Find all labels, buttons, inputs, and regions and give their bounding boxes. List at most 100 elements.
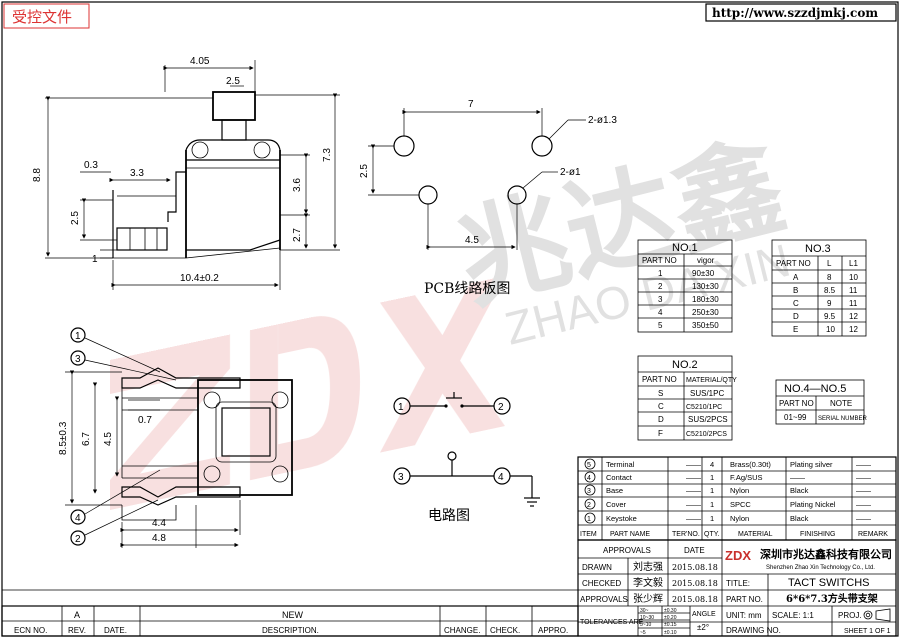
bom-item-circle <box>584 498 596 510</box>
bom-cell: Black <box>790 486 809 495</box>
svg-text:4: 4 <box>498 472 504 483</box>
bom-header: TER'NO. <box>672 531 700 538</box>
bom-cell: F.Ag/SUS <box>730 473 763 482</box>
svg-text:CHANGE.: CHANGE. <box>444 626 480 635</box>
svg-text:B: B <box>793 286 798 295</box>
table-no4-no5: NO.4—NO.5 PART NO NOTE 01~99 SERIAL NUMB… <box>775 379 867 425</box>
part-number: 6*6*7.3方头带支架 <box>786 592 878 605</box>
bom-cell: Nylon <box>730 514 749 523</box>
svg-text:12: 12 <box>849 312 858 321</box>
bom-cell: —— <box>686 473 702 482</box>
bom-cell: —— <box>856 473 872 482</box>
svg-text:DRAWING NO.: DRAWING NO. <box>726 626 781 635</box>
svg-text:SERIAL NUMBER: SERIAL NUMBER <box>818 416 867 422</box>
svg-text:12: 12 <box>849 325 858 334</box>
website-url[interactable]: http://www.szzdjmkj.com <box>705 3 897 22</box>
svg-text:4: 4 <box>75 513 81 524</box>
bom-header: REMARK <box>858 531 888 538</box>
bom-cell: 1 <box>710 500 714 509</box>
callout-1 <box>70 327 86 343</box>
stamp-text: 受控文件 <box>12 9 72 26</box>
bom-header: ITEM <box>580 531 597 538</box>
circuit-caption: 电路图 <box>428 508 470 524</box>
bom-cell: —— <box>686 486 702 495</box>
svg-text:~5: ~5 <box>640 630 646 636</box>
svg-text:01~99: 01~99 <box>784 413 807 422</box>
bom-cell: Black <box>790 514 809 523</box>
pcb-caption: PCB线路板图 <box>424 281 510 297</box>
svg-text:A: A <box>793 273 799 282</box>
svg-text:PART NO: PART NO <box>779 399 814 408</box>
bom-cell: —— <box>856 486 872 495</box>
bom-item-circle <box>584 471 596 483</box>
svg-text:C: C <box>793 299 799 308</box>
svg-text:NOTE: NOTE <box>830 399 852 408</box>
svg-text:2015.08.18: 2015.08.18 <box>672 579 718 588</box>
svg-text:TOLERANCES ARE: TOLERANCES ARE <box>580 619 644 626</box>
svg-text:DRAWN: DRAWN <box>582 563 612 572</box>
svg-text:F: F <box>658 429 663 438</box>
company-logo: ZDX <box>725 548 751 563</box>
bom-cell: —— <box>856 514 872 523</box>
pcb-layout: 7 2.5 4.5 2-ø1.3 2-ø1 PCB线路板图 <box>359 99 617 297</box>
top-view: 8.5±0.3 6.7 4.5 0.7 4.4 4.8 1 3 4 2 <box>58 327 293 548</box>
svg-text:SCALE: 1:1: SCALE: 1:1 <box>772 611 814 620</box>
bom-cell: —— <box>856 500 872 509</box>
bom-cell: —— <box>686 514 702 523</box>
dim-4-05: 4.05 <box>190 56 210 67</box>
bom-header: QTY. <box>704 531 719 538</box>
svg-text:2: 2 <box>658 282 663 291</box>
bom-cell: 1 <box>710 473 714 482</box>
svg-text:2: 2 <box>498 402 504 413</box>
bom-cell: 4 <box>710 460 714 469</box>
dim-8-5: 8.5±0.3 <box>58 421 69 455</box>
svg-text:ZDX: ZDX <box>725 548 751 563</box>
bom-header: PART NAME <box>610 531 650 538</box>
revision-block: A NEW ECN NO. REV. DATE. DESCRIPTION. CH… <box>1 589 579 637</box>
svg-text:SUS/1PC: SUS/1PC <box>690 389 724 398</box>
bom-cell: 1 <box>710 486 714 495</box>
svg-text:10~30: 10~30 <box>640 615 654 621</box>
svg-text:MATERIAL/QTY: MATERIAL/QTY <box>686 377 737 384</box>
svg-text:C5210/2PCS: C5210/2PCS <box>686 431 727 438</box>
dim-10-4: 10.4±0.2 <box>180 273 219 284</box>
callout-2 <box>70 530 86 546</box>
svg-text:5~10: 5~10 <box>640 622 651 628</box>
svg-text:vigor: vigor <box>697 256 715 265</box>
svg-text:10: 10 <box>849 273 858 282</box>
side-view: 4.05 2.5 8.8 7.3 3.6 2.7 0.3 3.3 2.5 1 1… <box>32 56 340 290</box>
bom-cell: 2 <box>587 502 591 509</box>
company-name-cn: 深圳市兆达鑫科技有限公司 <box>760 547 892 561</box>
svg-text:C: C <box>658 402 664 411</box>
bom-cell: Keystoke <box>606 514 637 523</box>
bom-item-circle <box>584 458 596 470</box>
svg-text:NO.4—NO.5: NO.4—NO.5 <box>784 383 846 395</box>
bom-cell: Nylon <box>730 486 749 495</box>
svg-text:E: E <box>793 325 798 334</box>
svg-text:10: 10 <box>826 325 835 334</box>
bom-cell: —— <box>686 460 702 469</box>
hole-label-1-3: 2-ø1.3 <box>588 115 617 126</box>
svg-text:8: 8 <box>827 273 832 282</box>
hole-label-1: 2-ø1 <box>560 167 581 178</box>
svg-text:D: D <box>658 415 664 424</box>
bom-cell: 1 <box>710 514 714 523</box>
controlled-document-stamp: 受控文件 <box>3 3 90 29</box>
bom-item-circle <box>584 484 596 496</box>
dim-8-8: 8.8 <box>32 168 43 182</box>
svg-text:L1: L1 <box>849 259 858 268</box>
svg-text:180±30: 180±30 <box>692 295 719 304</box>
bom-cell: Plating silver <box>790 460 833 469</box>
dim-0-3: 0.3 <box>84 160 98 171</box>
callout-3 <box>70 350 86 366</box>
svg-text:A: A <box>74 610 80 620</box>
svg-text:NEW: NEW <box>282 610 304 620</box>
svg-text:李文毅: 李文毅 <box>633 576 663 589</box>
dim-pcb-4-5: 4.5 <box>465 235 479 246</box>
svg-text:11: 11 <box>849 299 858 308</box>
bom-cell: 1 <box>587 516 591 523</box>
dim-7-3: 7.3 <box>322 148 333 162</box>
